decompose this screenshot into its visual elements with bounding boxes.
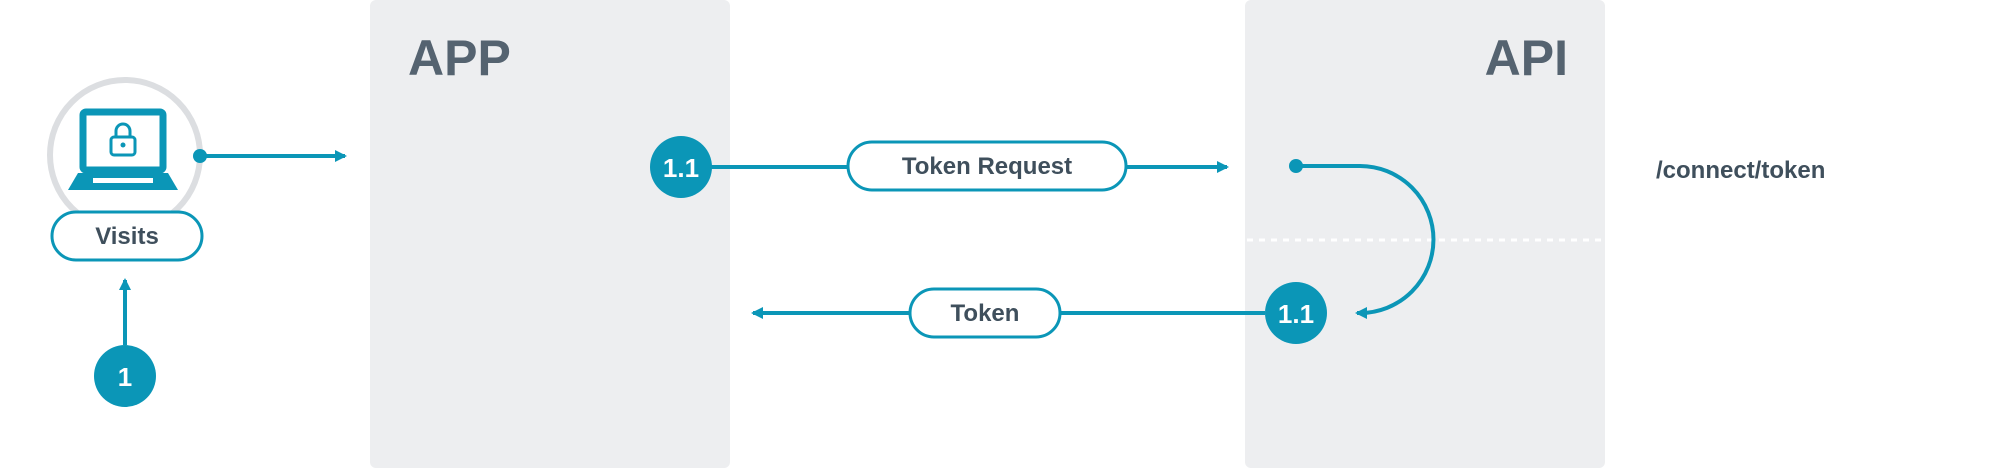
app-panel-title: APP — [408, 30, 511, 86]
api-loop-curve — [1296, 164, 1436, 315]
app-panel — [370, 0, 730, 468]
token-request-label: Token Request — [902, 153, 1072, 180]
step-1-badge — [94, 345, 156, 407]
api-panel — [1245, 0, 1605, 468]
token-pill — [908, 287, 1062, 339]
endpoint-label: /connect/token — [1656, 157, 1825, 184]
token-request-pill — [846, 140, 1128, 192]
step-1-1-response-label: 1.1 — [1278, 299, 1314, 329]
lock-icon — [109, 122, 137, 157]
api-panel-title: API — [1485, 30, 1568, 86]
step-1-1-response-badge — [1265, 282, 1327, 344]
laptop-icon — [68, 108, 178, 190]
visits-label: Visits — [95, 223, 159, 250]
visits-pill — [50, 210, 204, 262]
step-1-1-request-badge — [650, 136, 712, 198]
step-1-1-request-label: 1.1 — [663, 153, 699, 183]
step-1-label: 1 — [118, 362, 132, 392]
token-label: Token — [951, 300, 1020, 327]
